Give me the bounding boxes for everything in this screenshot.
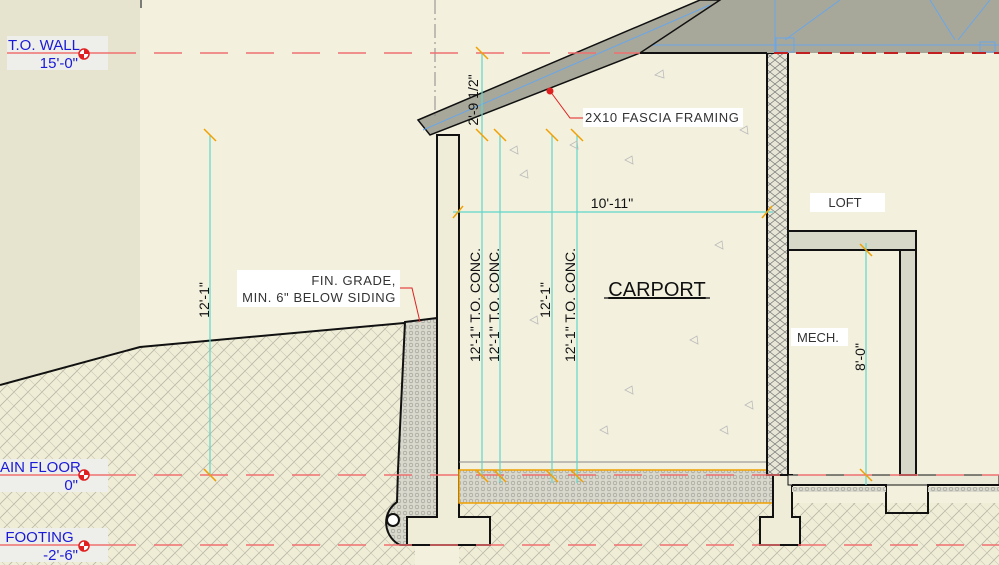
note-line: FIN. GRADE,: [311, 273, 396, 288]
loft-floor: [787, 230, 917, 251]
exterior-wall-right: [766, 52, 789, 476]
soil-left: [0, 322, 415, 565]
dim-conc-3: 12'-1" T.O. CONC.: [562, 248, 578, 362]
level-marker-to-wall[interactable]: T.O. WALL 15'-0": [7, 36, 108, 72]
concrete-texture: [509, 69, 754, 435]
attic-trusses: [640, 0, 999, 53]
dim-left-height: 12'-1": [196, 282, 212, 318]
room-label-loft: LOFT: [810, 193, 885, 212]
drain-pipe: [386, 513, 400, 527]
note-line: MIN. 6" BELOW SIDING: [242, 290, 396, 305]
dimension-lines: [209, 53, 867, 485]
room-name: LOFT: [828, 195, 861, 210]
dim-conc-2: 12'-1" T.O. CONC.: [486, 248, 502, 362]
dimension-ticks: [203, 46, 873, 483]
finished-grade-line: [0, 321, 416, 386]
dim-carport-width: 10'-11": [591, 195, 633, 211]
room-label-mech: MECH.: [791, 328, 848, 346]
dim-fascia-height: 2'-9 1/2": [465, 74, 481, 125]
dim-mech-height: 8'-0": [852, 343, 868, 371]
level-name: AIN FLOOR: [0, 459, 81, 476]
note-fascia-framing: 2X10 FASCIA FRAMING: [546, 87, 743, 127]
note-line: 2X10 FASCIA FRAMING: [585, 110, 739, 125]
level-marker-main-floor[interactable]: AIN FLOOR 0": [0, 459, 108, 494]
level-elevation: -2'-6": [43, 547, 78, 564]
room-name: MECH.: [797, 330, 839, 345]
level-elevation: 15'-0": [40, 55, 78, 72]
level-marker-footing[interactable]: . FOOTING -2'-6": [0, 528, 108, 564]
level-name: T.O. WALL: [8, 37, 80, 54]
level-elevation: 0": [64, 477, 78, 494]
level-name: . FOOTING: [0, 529, 74, 546]
note-finished-grade: FIN. GRADE, MIN. 6" BELOW SIDING: [237, 270, 421, 323]
room-label-carport: CARPORT: [608, 279, 705, 301]
dim-conc-1: 12'-1" T.O. CONC.: [467, 248, 483, 362]
loft-column: [899, 249, 917, 476]
dim-mid-height: 12'-1": [537, 282, 553, 318]
